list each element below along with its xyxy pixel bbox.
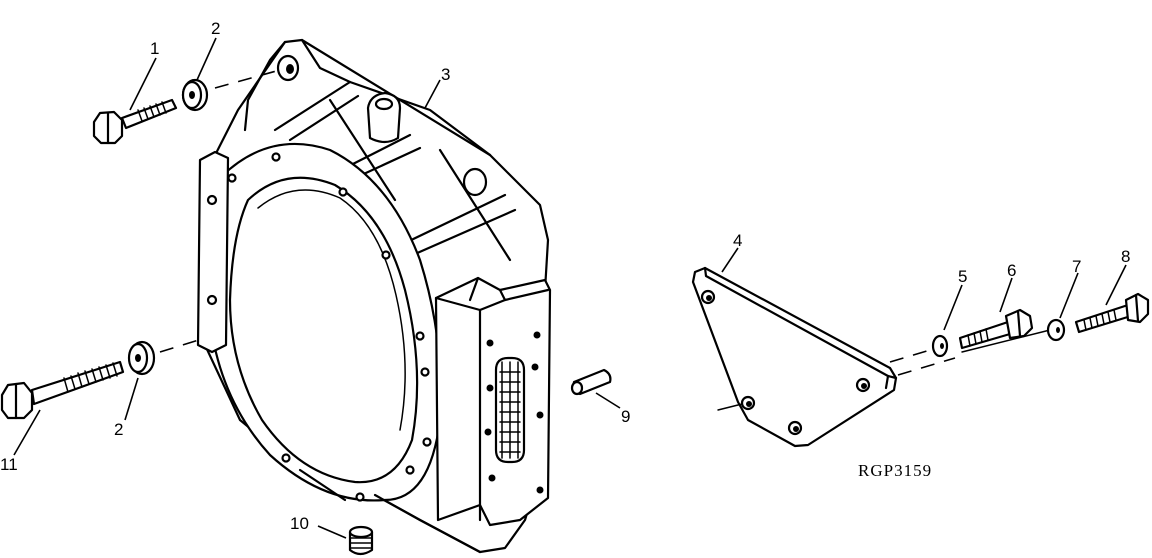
- callout-11: 11: [0, 455, 18, 474]
- assembly-line-3: [717, 403, 743, 411]
- cap-screw-part-8: [1074, 292, 1150, 334]
- plug-part-10: [348, 525, 374, 556]
- bolt-part-11: [0, 360, 125, 420]
- callout-4: 4: [733, 231, 742, 250]
- callout-numbers: 1 2 3 4 5 6 7 8 9 10 2 11: [0, 19, 1130, 533]
- assembly-line-6: [961, 329, 1051, 353]
- callout-9: 9: [621, 407, 630, 426]
- assembly-line-5: [897, 357, 956, 376]
- callout-3: 3: [441, 65, 450, 84]
- figure-code: RGP3159: [858, 461, 932, 480]
- callout-10: 10: [290, 514, 309, 533]
- callout-6: 6: [1007, 261, 1016, 280]
- callout-2-upper: 2: [211, 19, 220, 38]
- callout-7: 7: [1072, 257, 1081, 276]
- flywheel-housing: [196, 38, 552, 554]
- callout-5: 5: [958, 267, 967, 286]
- cover-plate-part-4: [691, 266, 898, 448]
- washer-part-2-lower: [127, 340, 156, 376]
- washer-part-2-upper: [181, 78, 209, 112]
- assembly-line-4: [889, 349, 931, 363]
- callout-8: 8: [1121, 247, 1130, 266]
- lock-washer-part-7: [1046, 318, 1066, 342]
- assembly-line-2: [159, 337, 206, 353]
- lock-washer-part-5: [931, 334, 949, 358]
- callout-2-lower: 2: [114, 420, 123, 439]
- cap-screw-part-6: [958, 308, 1034, 350]
- callout-1: 1: [150, 39, 159, 58]
- dowel-pin-part-9: [570, 368, 612, 396]
- leader-lines: [13, 37, 1127, 539]
- bolt-part-1: [92, 98, 178, 145]
- assembly-line-1: [214, 69, 281, 89]
